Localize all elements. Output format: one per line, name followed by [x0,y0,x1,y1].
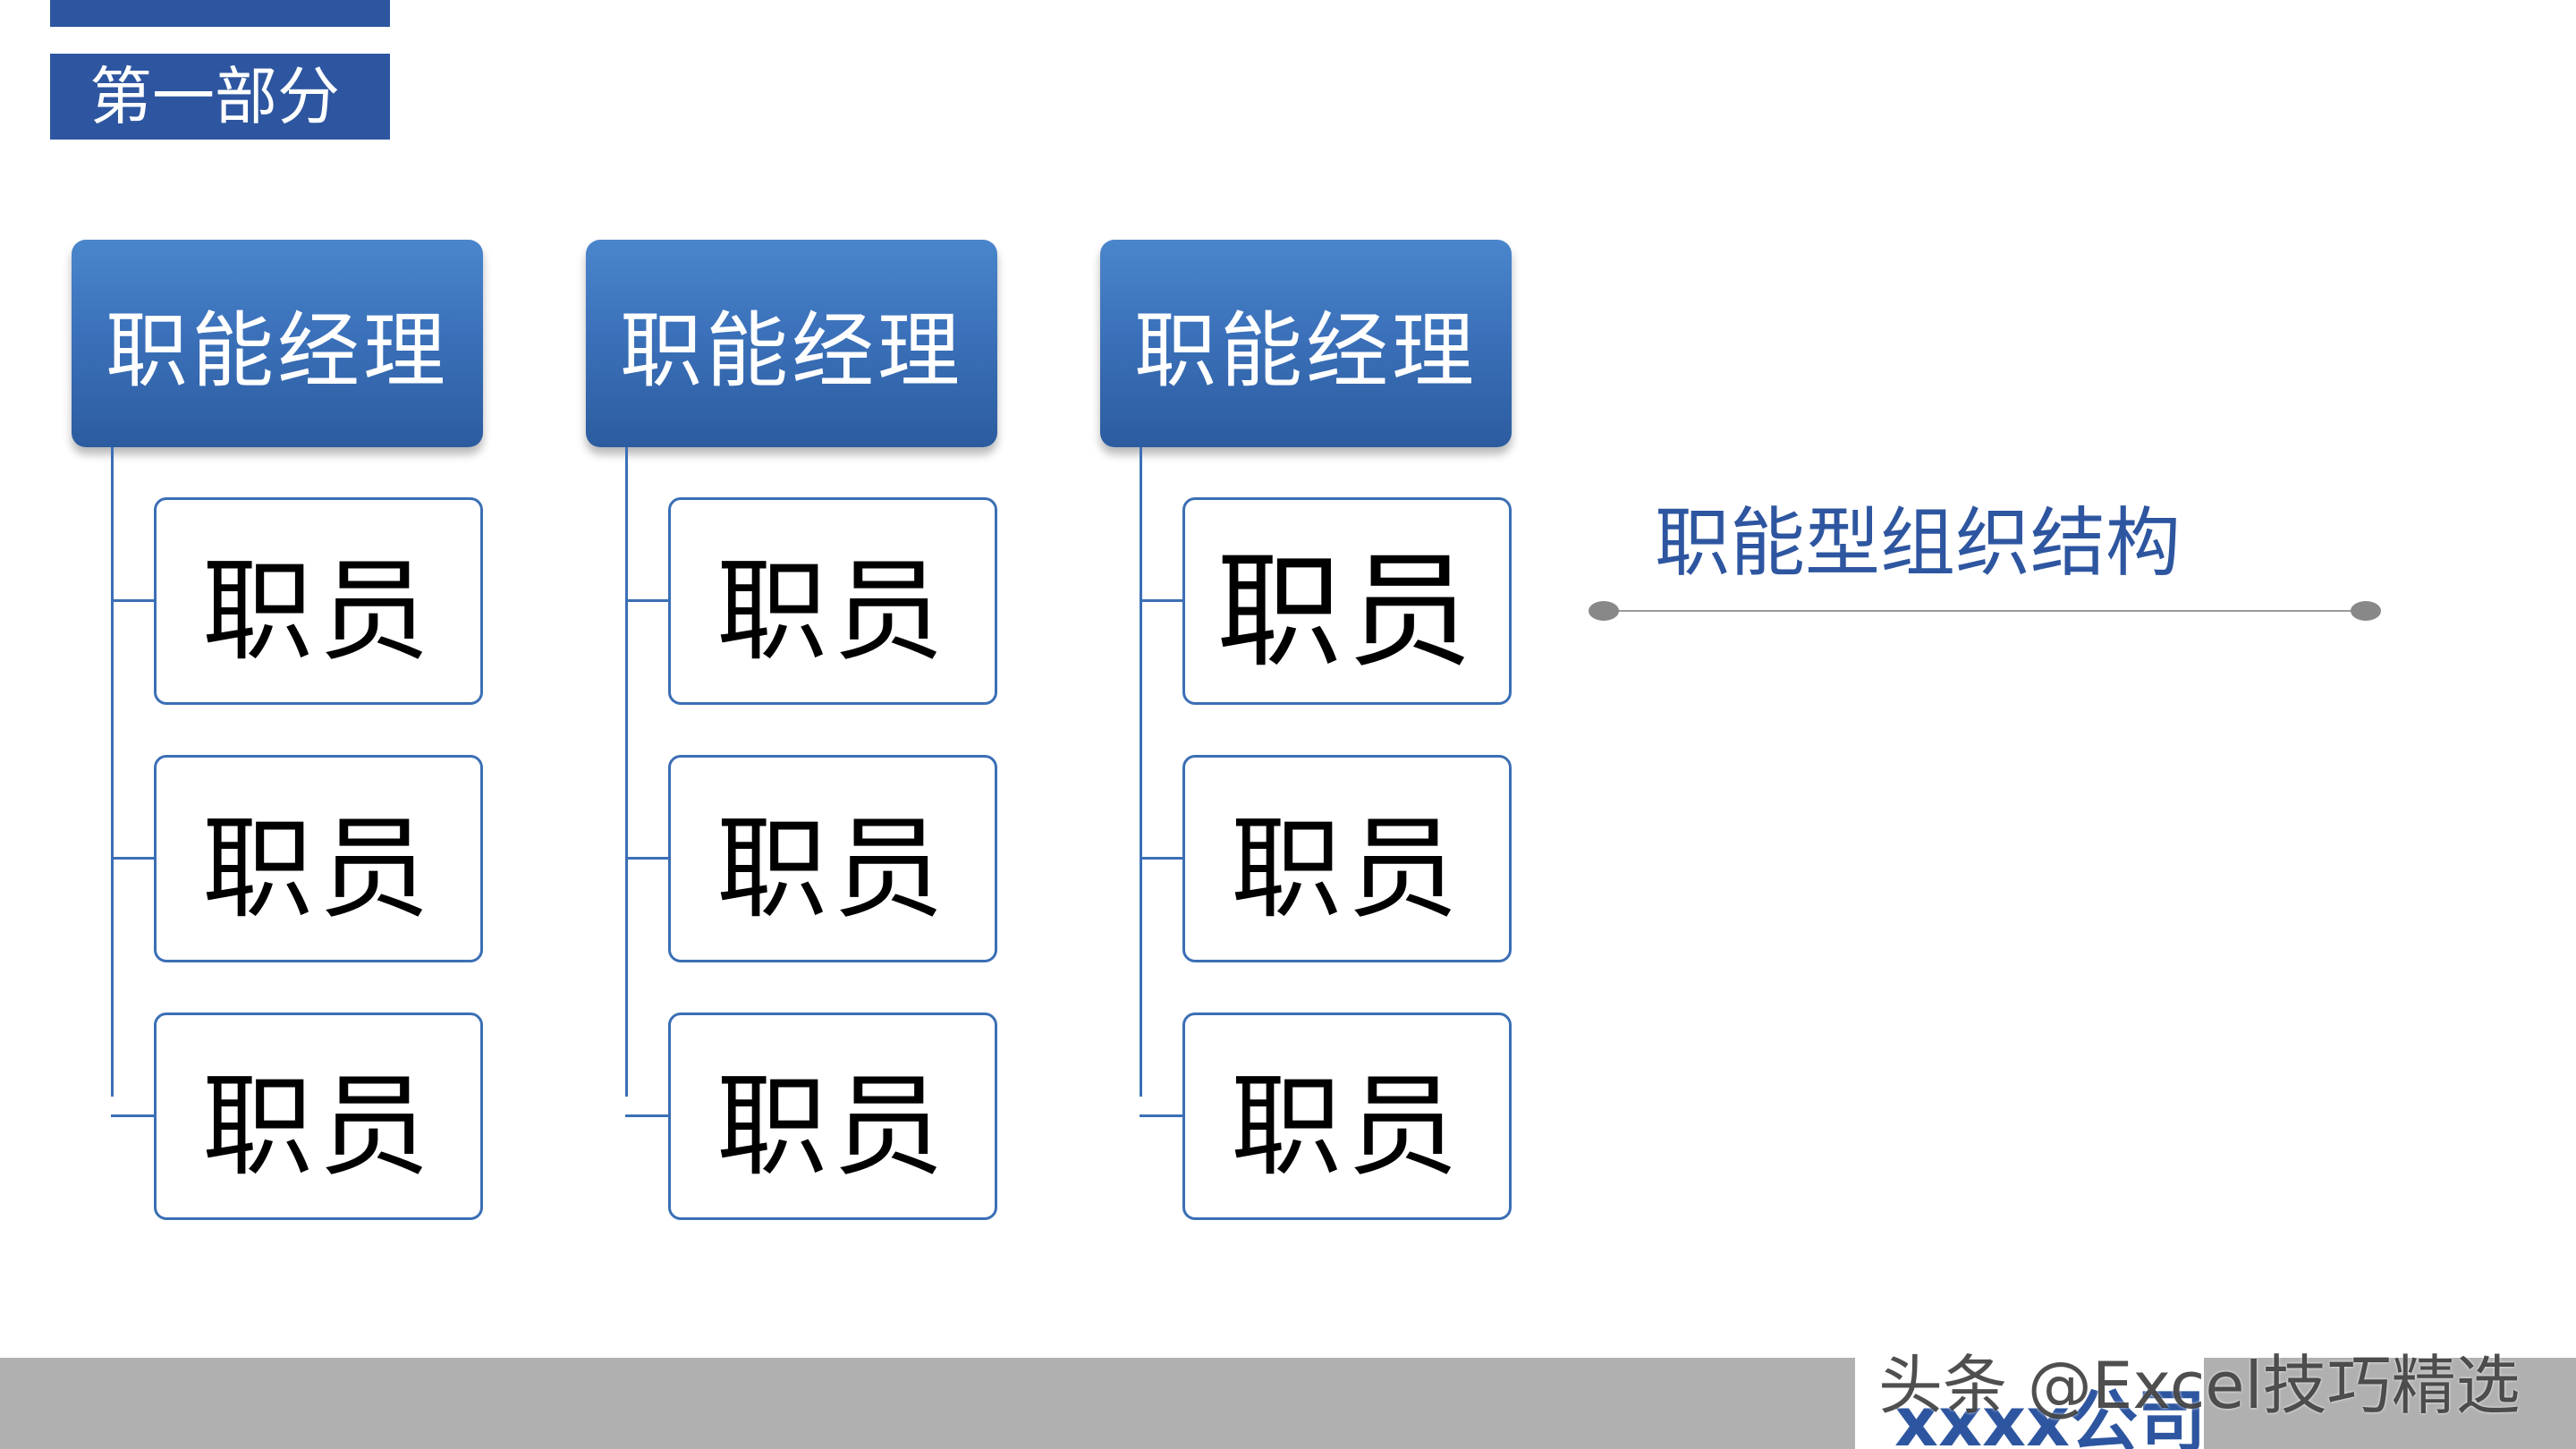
branch-tick [111,599,154,602]
staff-label: 职员 [1230,805,1463,934]
staff-label: 职员 [1216,539,1478,685]
manager-box[interactable]: 职能经理 [72,240,483,447]
staff-box[interactable]: 职员 [668,497,997,705]
staff-box[interactable]: 职员 [1182,755,1512,962]
manager-label: 职能经理 [1133,302,1478,399]
staff-box[interactable]: 职员 [154,497,483,705]
staff-label: 职员 [716,1063,949,1191]
header-accent-bar [50,0,390,27]
manager-box[interactable]: 职能经理 [586,240,997,447]
staff-label: 职员 [201,805,435,934]
branch-connector [625,447,628,1097]
staff-label: 职员 [716,547,949,676]
branch-tick [1140,599,1182,602]
branch-tick [625,599,668,602]
branch-connector [1140,447,1142,1097]
branch-tick [625,1114,668,1117]
branch-tick [111,857,154,860]
divider-endpoint-left [1589,601,1619,621]
staff-label: 职员 [201,1063,435,1191]
structure-title: 职能型组织结构 [1655,499,2182,587]
manager-label: 职能经理 [105,302,449,399]
branch-tick [1140,857,1182,860]
manager-box[interactable]: 职能经理 [1100,240,1512,447]
watermark-text: 头条 @Excel技巧精选 [1878,1348,2521,1423]
org-column-2: 职能经理 职员 职员 职员 [586,240,1149,1224]
title-divider [1603,610,2365,612]
staff-box[interactable]: 职员 [1182,497,1512,705]
branch-tick [111,1114,154,1117]
org-column-1: 职能经理 职员 职员 职员 [72,240,635,1224]
branch-connector [111,447,114,1097]
company-name: xxxx公司 [1894,1382,2207,1449]
divider-endpoint-right [2351,601,2381,621]
section-label: 第一部分 [50,54,390,140]
staff-box[interactable]: 职员 [668,1013,997,1220]
staff-box[interactable]: 职员 [154,1013,483,1220]
manager-label: 职能经理 [619,302,963,399]
branch-tick [625,857,668,860]
company-box [1855,1358,2204,1449]
staff-label: 职员 [201,547,435,676]
branch-tick [1140,1114,1182,1117]
staff-label: 职员 [1230,1063,1463,1191]
staff-box[interactable]: 职员 [668,755,997,962]
staff-label: 职员 [716,805,949,934]
org-column-3: 职能经理 职员 职员 职员 [1100,240,1664,1224]
staff-box[interactable]: 职员 [154,755,483,962]
staff-box[interactable]: 职员 [1182,1013,1512,1220]
